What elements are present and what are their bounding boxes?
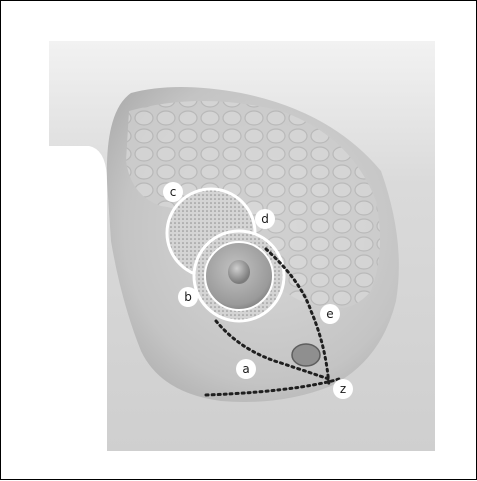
svg-text:z: z	[340, 382, 346, 396]
label-z: z	[333, 379, 353, 399]
svg-text:d: d	[261, 212, 269, 226]
torso-cutout	[49, 146, 107, 451]
label-b: b	[178, 287, 198, 307]
svg-text:b: b	[184, 290, 192, 304]
svg-text:a: a	[242, 362, 249, 376]
svg-text:c: c	[170, 185, 177, 199]
label-d: d	[255, 209, 275, 229]
label-a: a	[236, 359, 256, 379]
svg-text:e: e	[326, 307, 333, 321]
nipple	[228, 260, 250, 284]
label-e: e	[320, 304, 340, 324]
label-c: c	[163, 182, 183, 202]
tumor	[292, 344, 320, 366]
